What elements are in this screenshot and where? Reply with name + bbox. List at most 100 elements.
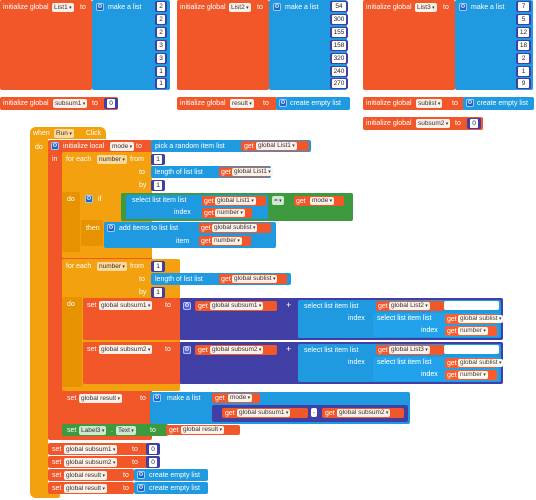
get-global-result[interactable]: get global result	[166, 425, 240, 435]
get-number[interactable]: get number	[445, 326, 497, 336]
get-global-subsum2[interactable]: get global subsum2	[195, 345, 277, 355]
get-global-list2[interactable]: get global List2	[376, 301, 444, 311]
get-mode[interactable]: get mode	[212, 393, 260, 403]
list2-value[interactable]: 270	[332, 79, 346, 88]
get-var[interactable]: global subsum1	[237, 409, 291, 417]
get-var[interactable]: number	[458, 327, 488, 335]
get-number[interactable]: get number	[202, 208, 252, 218]
component-label3[interactable]: Label3	[79, 426, 107, 435]
set-var[interactable]: global subsum2	[99, 345, 153, 354]
gear-icon[interactable]: ⚙	[183, 346, 191, 354]
get-var[interactable]: global sublist	[458, 359, 504, 367]
set-global-result-block[interactable]: set global result to	[62, 392, 152, 424]
var-name-result[interactable]: result	[230, 99, 254, 108]
init-global-list2-block[interactable]: initialize global List2 to	[177, 0, 269, 90]
gear-icon[interactable]: ⚙	[279, 99, 287, 107]
loop-var-number[interactable]: number	[97, 155, 127, 164]
list2-value[interactable]: 320	[332, 54, 346, 63]
get-var[interactable]: number	[212, 237, 242, 245]
get-var[interactable]: global sublist	[232, 275, 278, 283]
var-name-list2[interactable]: List2	[229, 3, 251, 12]
create-empty-list-block-sublist[interactable]: ⚙ create empty list	[463, 97, 534, 110]
by-value[interactable]: 1	[154, 181, 162, 190]
component-run[interactable]: Run	[54, 129, 74, 138]
list1-value[interactable]: 2	[157, 15, 165, 24]
list1-value[interactable]: 2	[157, 2, 165, 11]
var-name-subsum2[interactable]: subsum2	[416, 119, 451, 128]
list2-value[interactable]: 158	[332, 41, 346, 50]
reset-value[interactable]: 0	[149, 445, 157, 454]
loop-var-number[interactable]: number	[97, 262, 127, 271]
get-global-list1[interactable]: get global List1	[219, 167, 273, 177]
set-var[interactable]: global subsum2	[64, 458, 118, 467]
get-global-subsum1[interactable]: get global subsum1	[195, 301, 277, 311]
gear-icon[interactable]: ⚙	[85, 195, 93, 203]
gear-icon[interactable]: ⚙	[51, 142, 59, 150]
create-empty-list-reset-2[interactable]: ⚙ create empty list	[134, 482, 208, 494]
get-var[interactable]: number	[215, 209, 245, 217]
get-var[interactable]: global List1	[215, 197, 256, 205]
get-global-subsum2[interactable]: get global subsum2	[322, 408, 404, 418]
get-var[interactable]: global sublist	[212, 224, 258, 232]
gear-icon[interactable]: ⚙	[137, 484, 145, 492]
when-run-click-header[interactable]: when Run Click	[30, 127, 106, 139]
list2-value[interactable]: 240	[332, 67, 346, 76]
subsum2-value[interactable]: 0	[470, 119, 478, 128]
add-math-block-2[interactable]: get global subsum2 ⚙ + select list item …	[180, 342, 504, 384]
get-global-sublist[interactable]: get global sublist	[199, 223, 271, 233]
list1-value[interactable]: 3	[157, 54, 165, 63]
list3-value[interactable]: 12	[518, 28, 529, 37]
property-text[interactable]: Text	[116, 426, 136, 435]
init-local-header[interactable]: ⚙ initialize local mode to	[48, 140, 152, 152]
subtract-math-block[interactable]: get global subsum1 - get global subsum2	[212, 405, 408, 422]
get-mode[interactable]: get mode	[294, 196, 344, 206]
var-name-subsum1[interactable]: subsum1	[53, 99, 88, 108]
make-a-list-block-result[interactable]: ⚙ make a list get mode get global subsum…	[150, 392, 410, 424]
list3-value[interactable]: 5	[518, 15, 529, 24]
set-label3-text-block[interactable]: set Label3 . Text to	[62, 424, 168, 436]
get-global-list1[interactable]: get global List1	[202, 196, 266, 206]
init-global-subsum2-block[interactable]: initialize global subsum2 to 0	[363, 117, 483, 130]
get-var[interactable]: global subsum1	[210, 302, 264, 310]
list2-value[interactable]: 155	[332, 28, 346, 37]
var-name-list3[interactable]: List3	[415, 3, 437, 12]
set-var[interactable]: global subsum1	[99, 301, 153, 310]
get-global-list1[interactable]: get global List1	[241, 141, 309, 151]
create-empty-list-block-result[interactable]: ⚙ create empty list	[276, 97, 350, 110]
subsum1-value[interactable]: 0	[107, 99, 115, 108]
set-global-result-reset-2[interactable]: set global result to	[48, 482, 134, 494]
add-math-block-1[interactable]: get global subsum1 ⚙ + select list item …	[180, 298, 504, 340]
select-list-item-block-1[interactable]: select list item list get global List1 i…	[126, 195, 268, 219]
select-list-item-block-2[interactable]: select list item list get global List2 i…	[298, 300, 504, 338]
list1-value[interactable]: 2	[157, 28, 165, 37]
length-of-list-block-2[interactable]: length of list list get global sublist	[151, 273, 291, 285]
gear-icon[interactable]: ⚙	[107, 224, 115, 232]
gear-icon[interactable]: ⚙	[137, 471, 145, 479]
when-run-click-block[interactable]	[30, 127, 48, 498]
gear-icon[interactable]: ⚙	[183, 302, 191, 310]
set-var[interactable]: global result	[64, 484, 107, 493]
get-var[interactable]: mode	[310, 197, 335, 205]
by-value[interactable]: 1	[154, 288, 162, 297]
get-global-list3[interactable]: get global List3	[376, 345, 444, 355]
gear-icon[interactable]: ⚙	[273, 3, 281, 11]
list2-value[interactable]: 300	[332, 15, 346, 24]
get-var[interactable]: global result	[181, 426, 224, 434]
select-list-item-block-4[interactable]: select list item list get global List3 i…	[298, 344, 504, 382]
init-global-list1-block[interactable]: initialize global List1 to	[0, 0, 92, 90]
get-number[interactable]: get number	[445, 370, 497, 380]
get-var[interactable]: global List1	[256, 142, 297, 150]
get-global-sublist[interactable]: get global sublist	[219, 274, 287, 284]
gear-icon[interactable]: ⚙	[459, 3, 467, 11]
local-name-mode[interactable]: mode	[110, 142, 135, 151]
list1-value[interactable]: 1	[157, 79, 165, 88]
set-var[interactable]: global result	[64, 471, 107, 480]
init-global-result-block[interactable]: initialize global result to	[177, 97, 277, 110]
get-var[interactable]: number	[458, 371, 488, 379]
get-global-subsum1[interactable]: get global subsum1	[222, 408, 308, 418]
select-list-item-block-5[interactable]: select list item list get global sublist…	[373, 357, 504, 381]
set-global-subsum1-block[interactable]: set global subsum1 to	[83, 298, 183, 340]
add-items-to-list-block[interactable]: ⚙ add items to list list get global subl…	[104, 222, 276, 248]
get-global-sublist[interactable]: get global sublist	[445, 314, 504, 324]
list1-value[interactable]: 3	[157, 41, 165, 50]
